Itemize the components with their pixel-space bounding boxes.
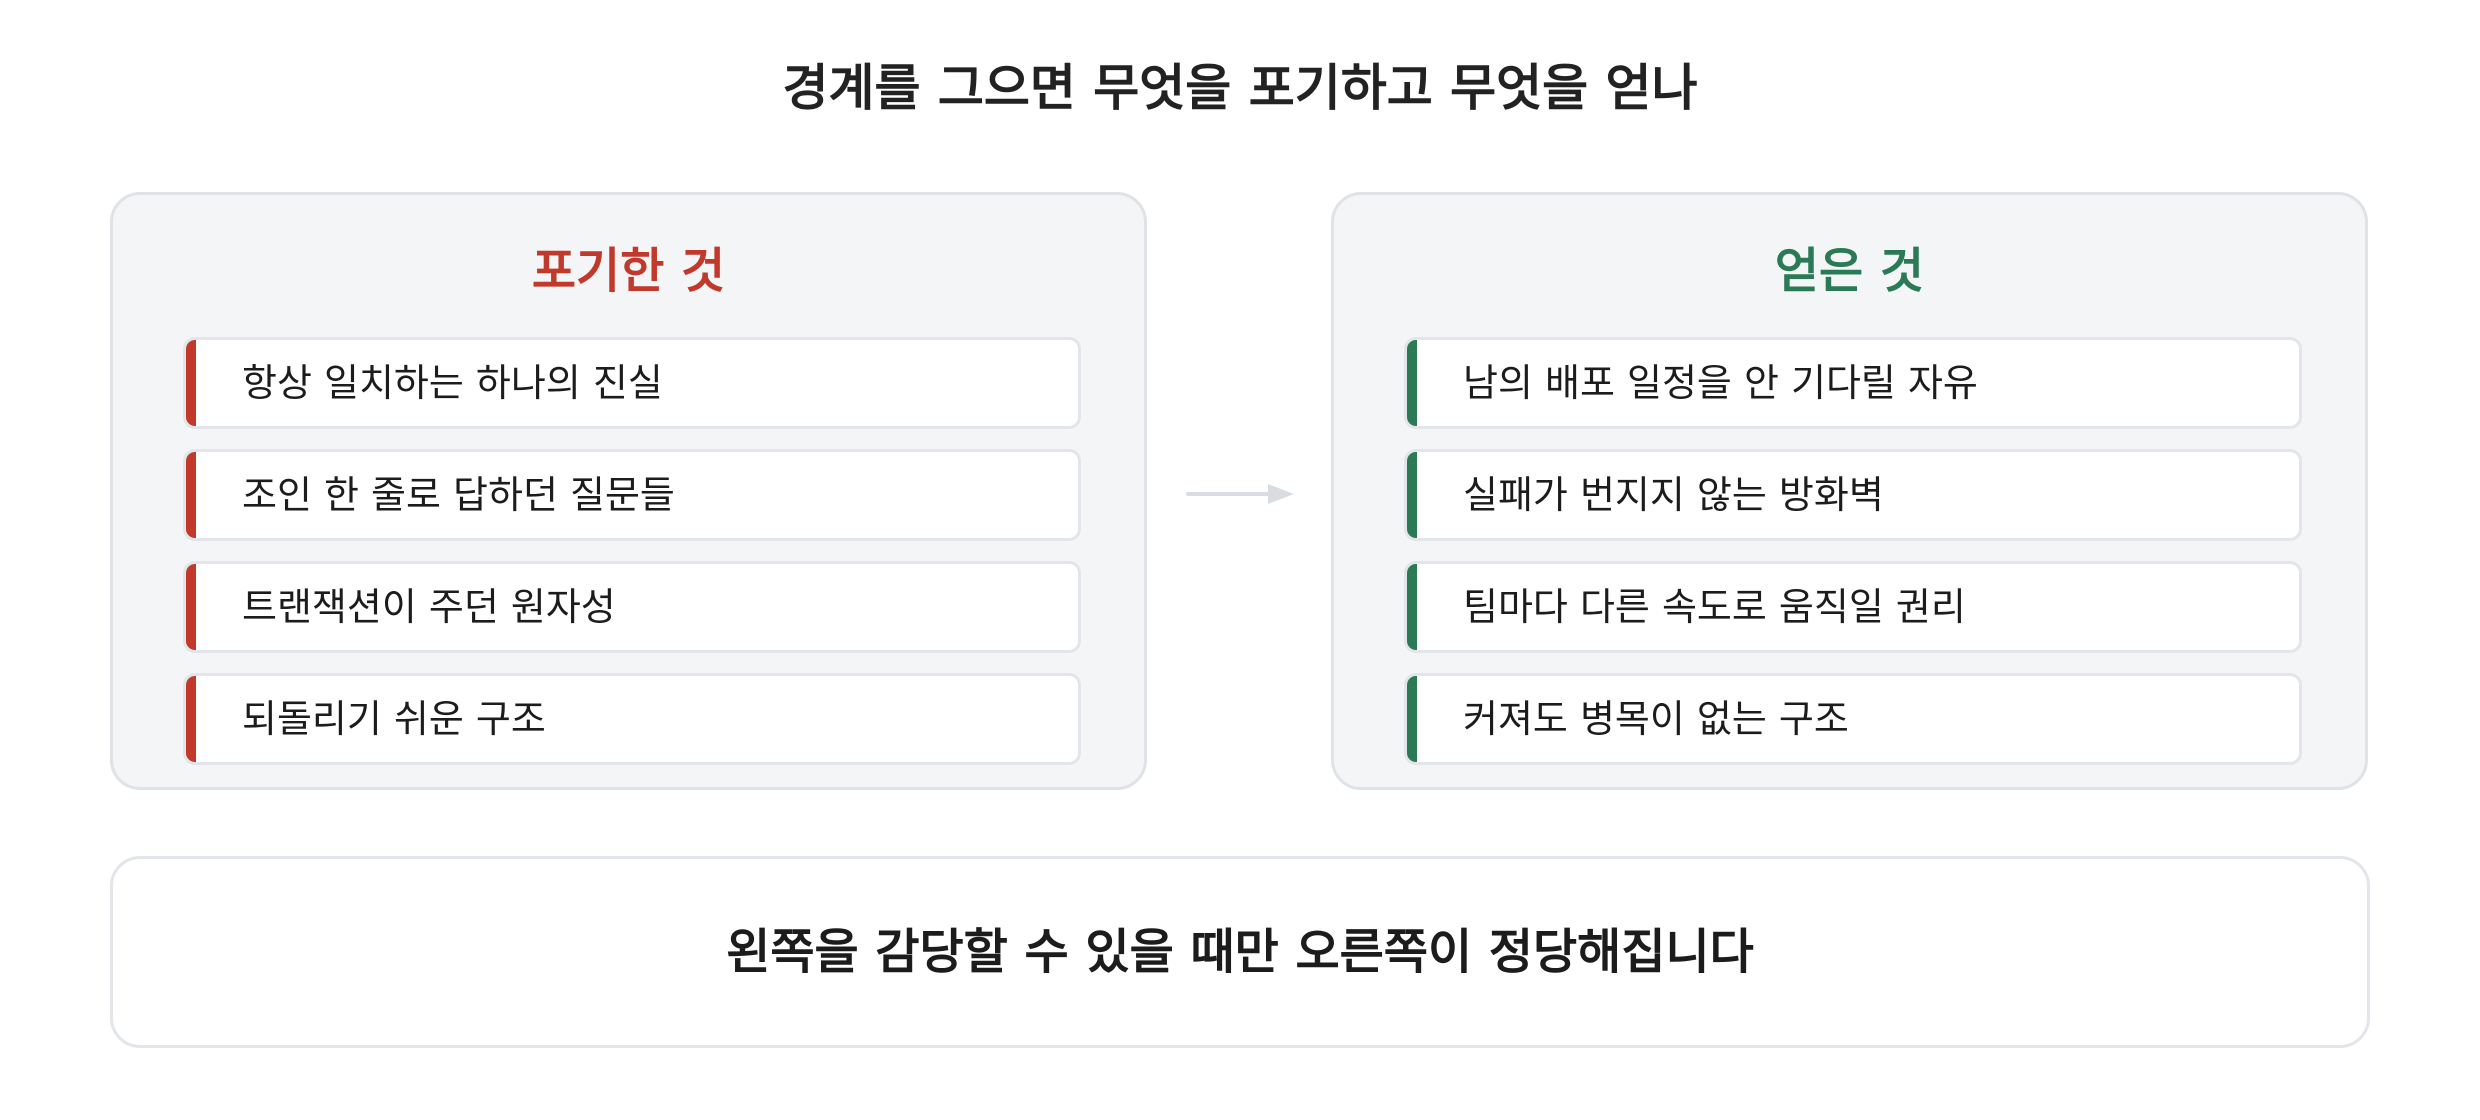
given-up-item-bar: [186, 452, 196, 538]
given-up-panel: 포기한 것 항상 일치하는 하나의 진실 조인 한 줄로 답하던 질문들 트랜잭…: [110, 192, 1147, 790]
gained-panel: 얻은 것 남의 배포 일정을 안 기다릴 자유 실패가 번지지 않는 방화벽 팀…: [1331, 192, 2368, 790]
diagram-title: 경계를 그으면 무엇을 포기하고 무엇을 얻나: [782, 59, 1698, 117]
given-up-item-label: 되돌리기 쉬운 구조: [242, 697, 546, 741]
gained-item: 실패가 번지지 않는 방화벽: [1404, 449, 2302, 541]
given-up-item-label: 트랜잭션이 주던 원자성: [242, 585, 616, 629]
given-up-item-label: 조인 한 줄로 답하던 질문들: [242, 473, 675, 517]
given-up-item: 조인 한 줄로 답하던 질문들: [183, 449, 1081, 541]
gained-item-label: 남의 배포 일정을 안 기다릴 자유: [1463, 361, 1978, 405]
given-up-heading: 포기한 것: [531, 243, 726, 299]
gained-item: 남의 배포 일정을 안 기다릴 자유: [1404, 337, 2302, 429]
given-up-item-bar: [186, 340, 196, 426]
gained-item-label: 커져도 병목이 없는 구조: [1463, 697, 1849, 741]
gained-heading: 얻은 것: [1774, 243, 1925, 299]
gained-item-bar: [1407, 452, 1417, 538]
given-up-item-bar: [186, 564, 196, 650]
gained-item-label: 실패가 번지지 않는 방화벽: [1463, 473, 1884, 517]
gained-item: 팀마다 다른 속도로 움직일 권리: [1404, 561, 2302, 653]
gained-item-bar: [1407, 676, 1417, 762]
gained-item-label: 팀마다 다른 속도로 움직일 권리: [1463, 585, 1966, 629]
given-up-item: 항상 일치하는 하나의 진실: [183, 337, 1081, 429]
given-up-item: 되돌리기 쉬운 구조: [183, 673, 1081, 765]
arrow-head: [1268, 484, 1294, 504]
conclusion-box: 왼쪽을 감당할 수 있을 때만 오른쪽이 정당해집니다: [110, 856, 2370, 1048]
gained-item: 커져도 병목이 없는 구조: [1404, 673, 2302, 765]
gained-item-bar: [1407, 564, 1417, 650]
given-up-item-label: 항상 일치하는 하나의 진실: [242, 361, 663, 405]
arrow-right-icon: [1186, 484, 1294, 504]
given-up-item-bar: [186, 676, 196, 762]
given-up-item: 트랜잭션이 주던 원자성: [183, 561, 1081, 653]
gained-item-bar: [1407, 340, 1417, 426]
conclusion-text: 왼쪽을 감당할 수 있을 때만 오른쪽이 정당해집니다: [726, 924, 1754, 980]
